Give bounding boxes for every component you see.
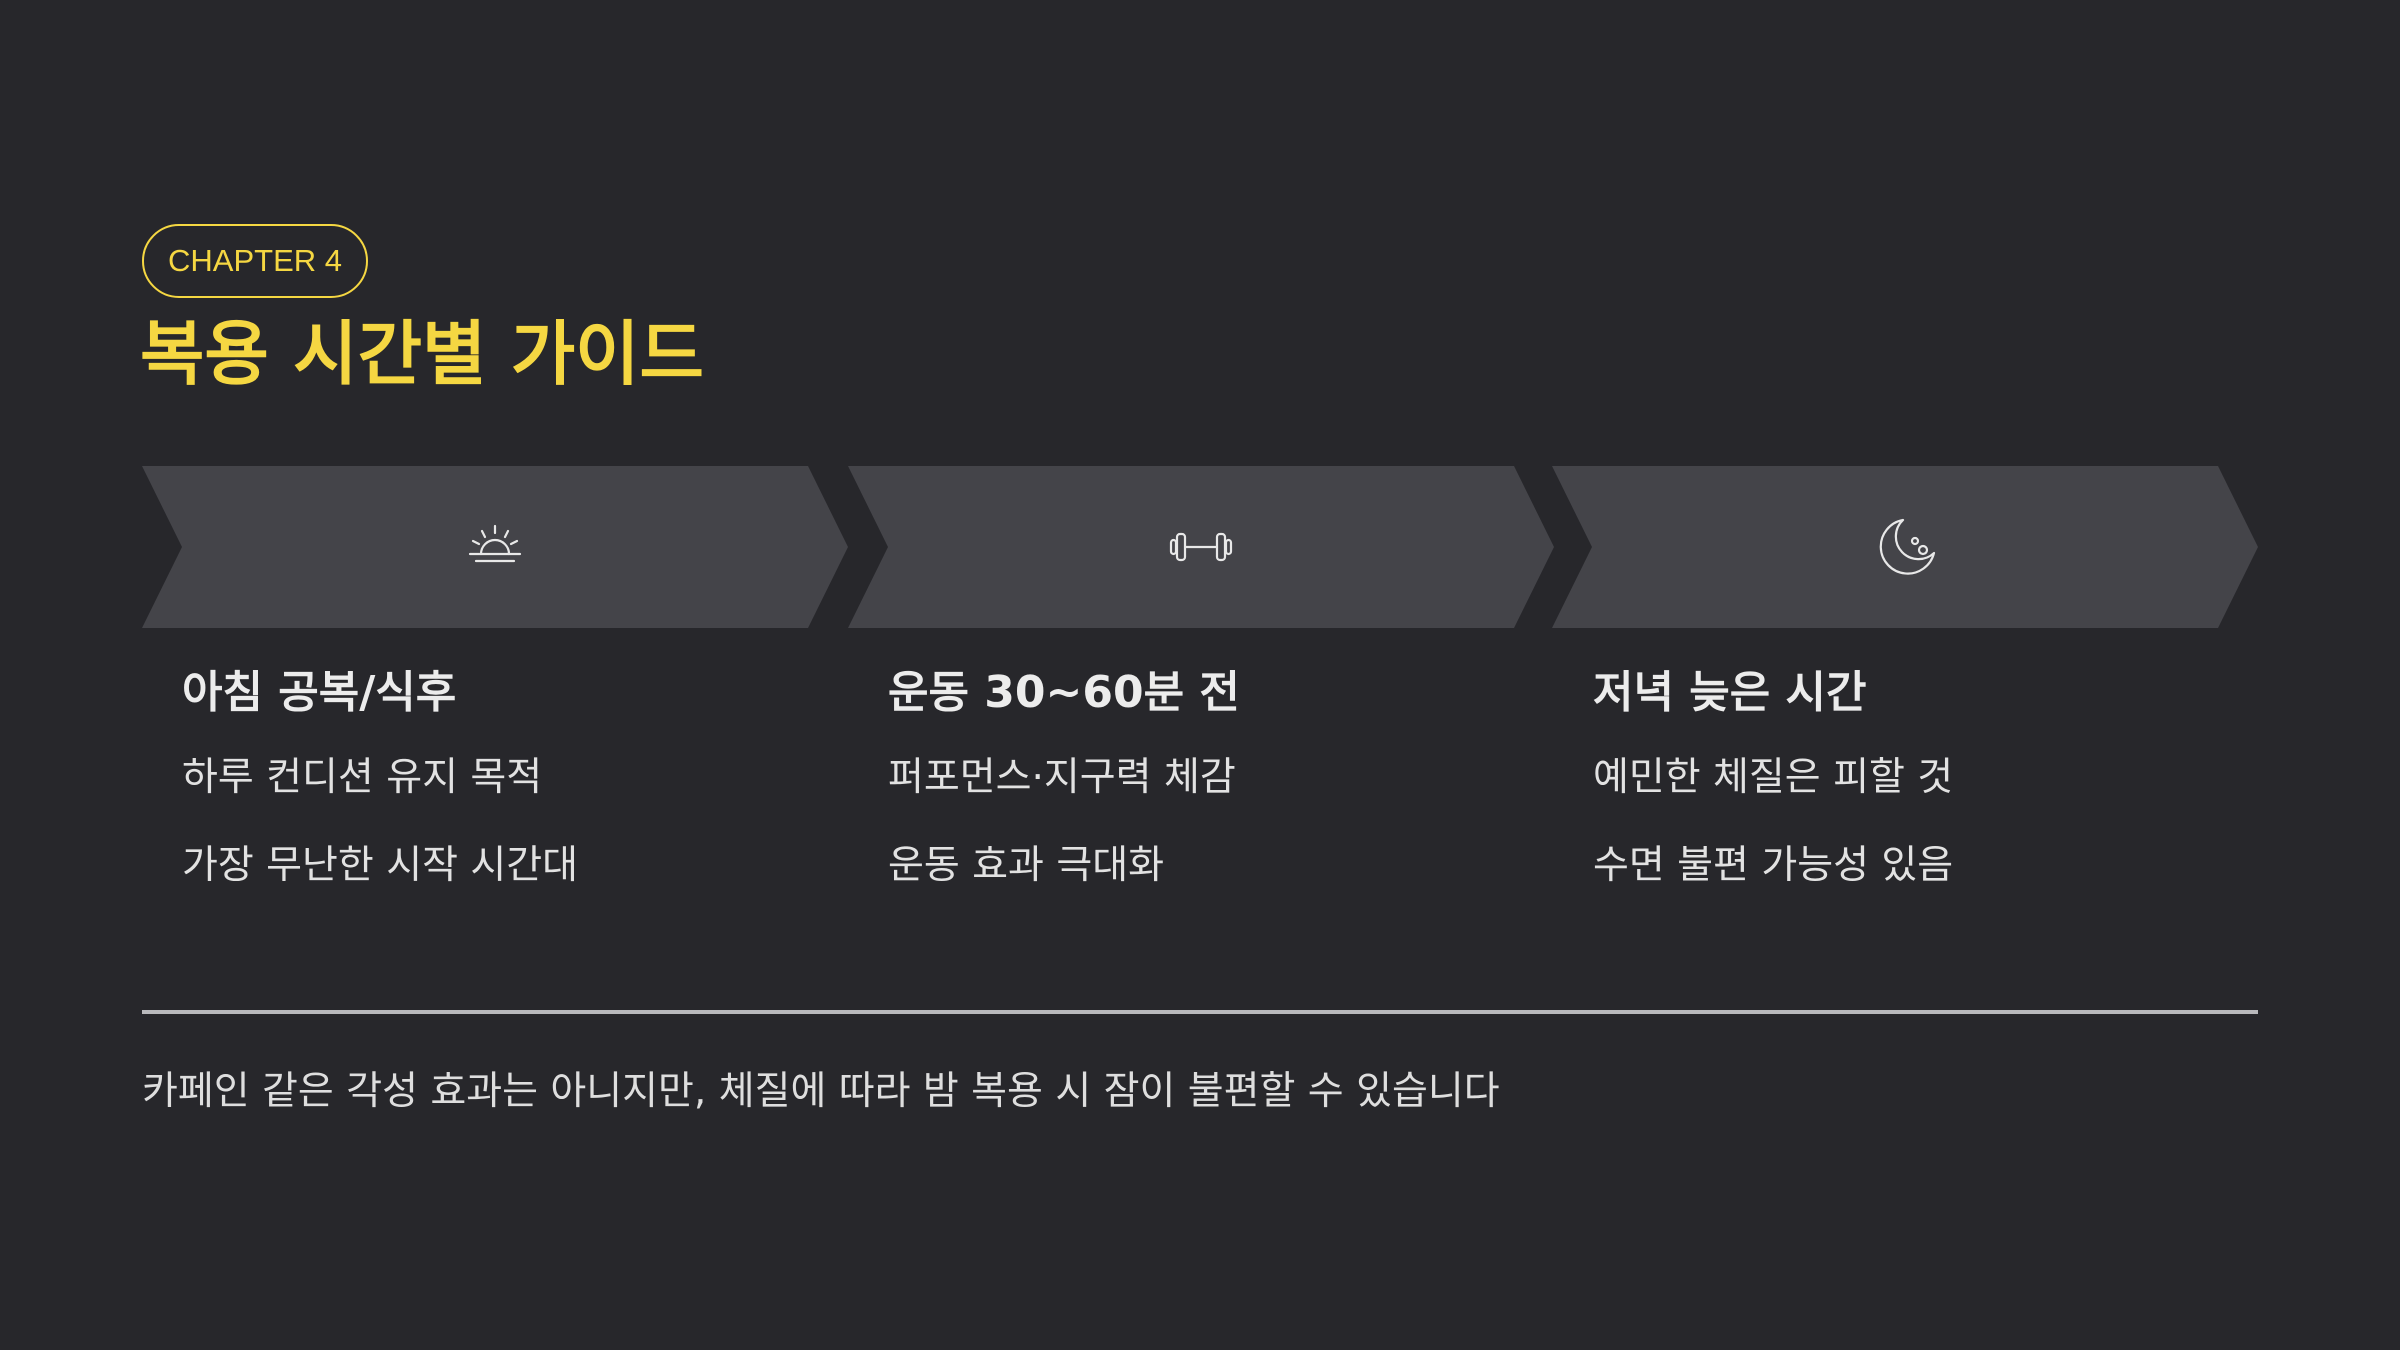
timeline-steps — [142, 466, 2258, 628]
dumbbell-icon — [1166, 512, 1236, 582]
step-title: 운동 30~60분 전 — [888, 667, 1240, 718]
moon-icon — [1872, 512, 1942, 582]
step-title: 저녁 늦은 시간 — [1593, 667, 1867, 718]
chapter-badge: CHAPTER 4 — [142, 224, 368, 298]
divider — [142, 1010, 2258, 1014]
chapter-label: CHAPTER 4 — [168, 243, 342, 278]
page-title: 복용 시간별 가이드 — [140, 313, 704, 395]
step-description: 수면 불편 가능성 있음 — [1593, 843, 1954, 888]
step-workout: 운동 30~60분 전 퍼포먼스·지구력 체감 운동 효과 극대화 — [888, 660, 1528, 896]
sunrise-icon — [460, 512, 530, 582]
step-evening: 저녁 늦은 시간 예민한 체질은 피할 것 수면 불편 가능성 있음 — [1593, 660, 2233, 896]
step-title: 아침 공복/식후 — [182, 667, 457, 718]
step-description: 가장 무난한 시작 시간대 — [182, 843, 578, 888]
step-morning: 아침 공복/식후 하루 컨디션 유지 목적 가장 무난한 시작 시간대 — [182, 660, 822, 896]
step-chevron-morning — [142, 466, 848, 628]
step-description: 예민한 체질은 피할 것 — [1593, 755, 1954, 800]
step-description: 퍼포먼스·지구력 체감 — [888, 755, 1236, 800]
step-chevron-evening — [1552, 466, 2258, 628]
footer-note: 카페인 같은 각성 효과는 아니지만, 체질에 따라 밤 복용 시 잠이 불편할… — [142, 1069, 1500, 1114]
step-description: 운동 효과 극대화 — [888, 843, 1164, 888]
step-description: 하루 컨디션 유지 목적 — [182, 755, 543, 800]
